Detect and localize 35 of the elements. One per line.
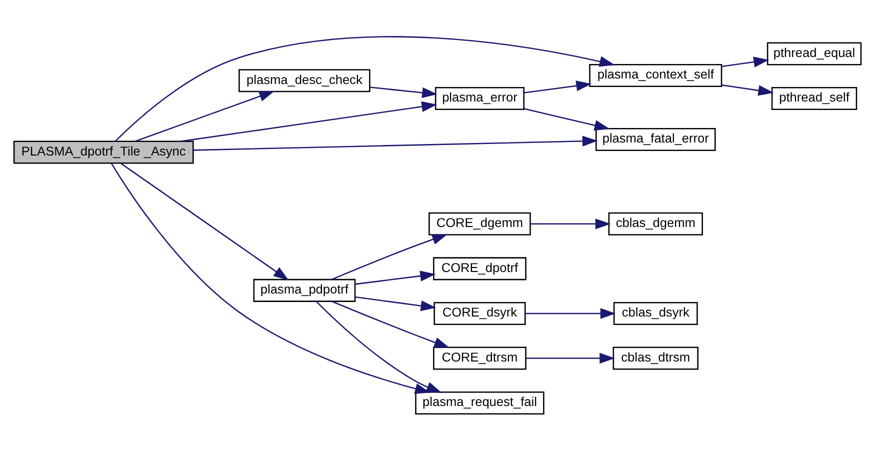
node-box: cblas_dsyrk: [613, 301, 698, 324]
node-box: PLASMA_dpotrf_Tile _Async: [13, 140, 194, 164]
node-box: plasma_request_fail: [415, 391, 544, 414]
arrow: [331, 234, 448, 280]
arrow: [722, 56, 770, 67]
node-box: CORE_dgemm: [428, 212, 531, 235]
arrow: [193, 135, 598, 150]
arrow: [316, 300, 442, 392]
node-box: plasma_desc_check: [238, 68, 370, 92]
node-box: CORE_dsyrk: [434, 301, 526, 324]
arrow: [526, 352, 615, 364]
node-box: cblas_dgemm: [608, 212, 703, 235]
arrow: [370, 86, 438, 98]
arrow: [525, 308, 616, 318]
arrow: [355, 270, 436, 284]
node-box: plasma_error: [434, 86, 524, 110]
arrow: [722, 84, 774, 96]
arrow: [114, 36, 615, 142]
arrow: [530, 218, 611, 229]
node-box: CORE_dtrsm: [433, 346, 526, 370]
arrow: [110, 162, 430, 394]
node-box: plasma_context_self: [589, 63, 722, 86]
node-box: CORE_dpotrf: [433, 256, 526, 280]
arrow: [355, 296, 436, 311]
node-box: pthread_equal: [766, 42, 862, 65]
node-box: cblas_dtrsm: [612, 346, 698, 370]
node-box: pthread_self: [771, 86, 858, 110]
node-box: plasma_pdpotrf: [253, 278, 356, 302]
arrow: [524, 108, 610, 130]
arrow: [180, 100, 438, 142]
node-box: plasma_fatal_error: [596, 127, 716, 150]
arrow: [332, 300, 450, 348]
arrow: [524, 80, 592, 93]
arrow: [120, 162, 289, 280]
arrow: [134, 90, 275, 142]
